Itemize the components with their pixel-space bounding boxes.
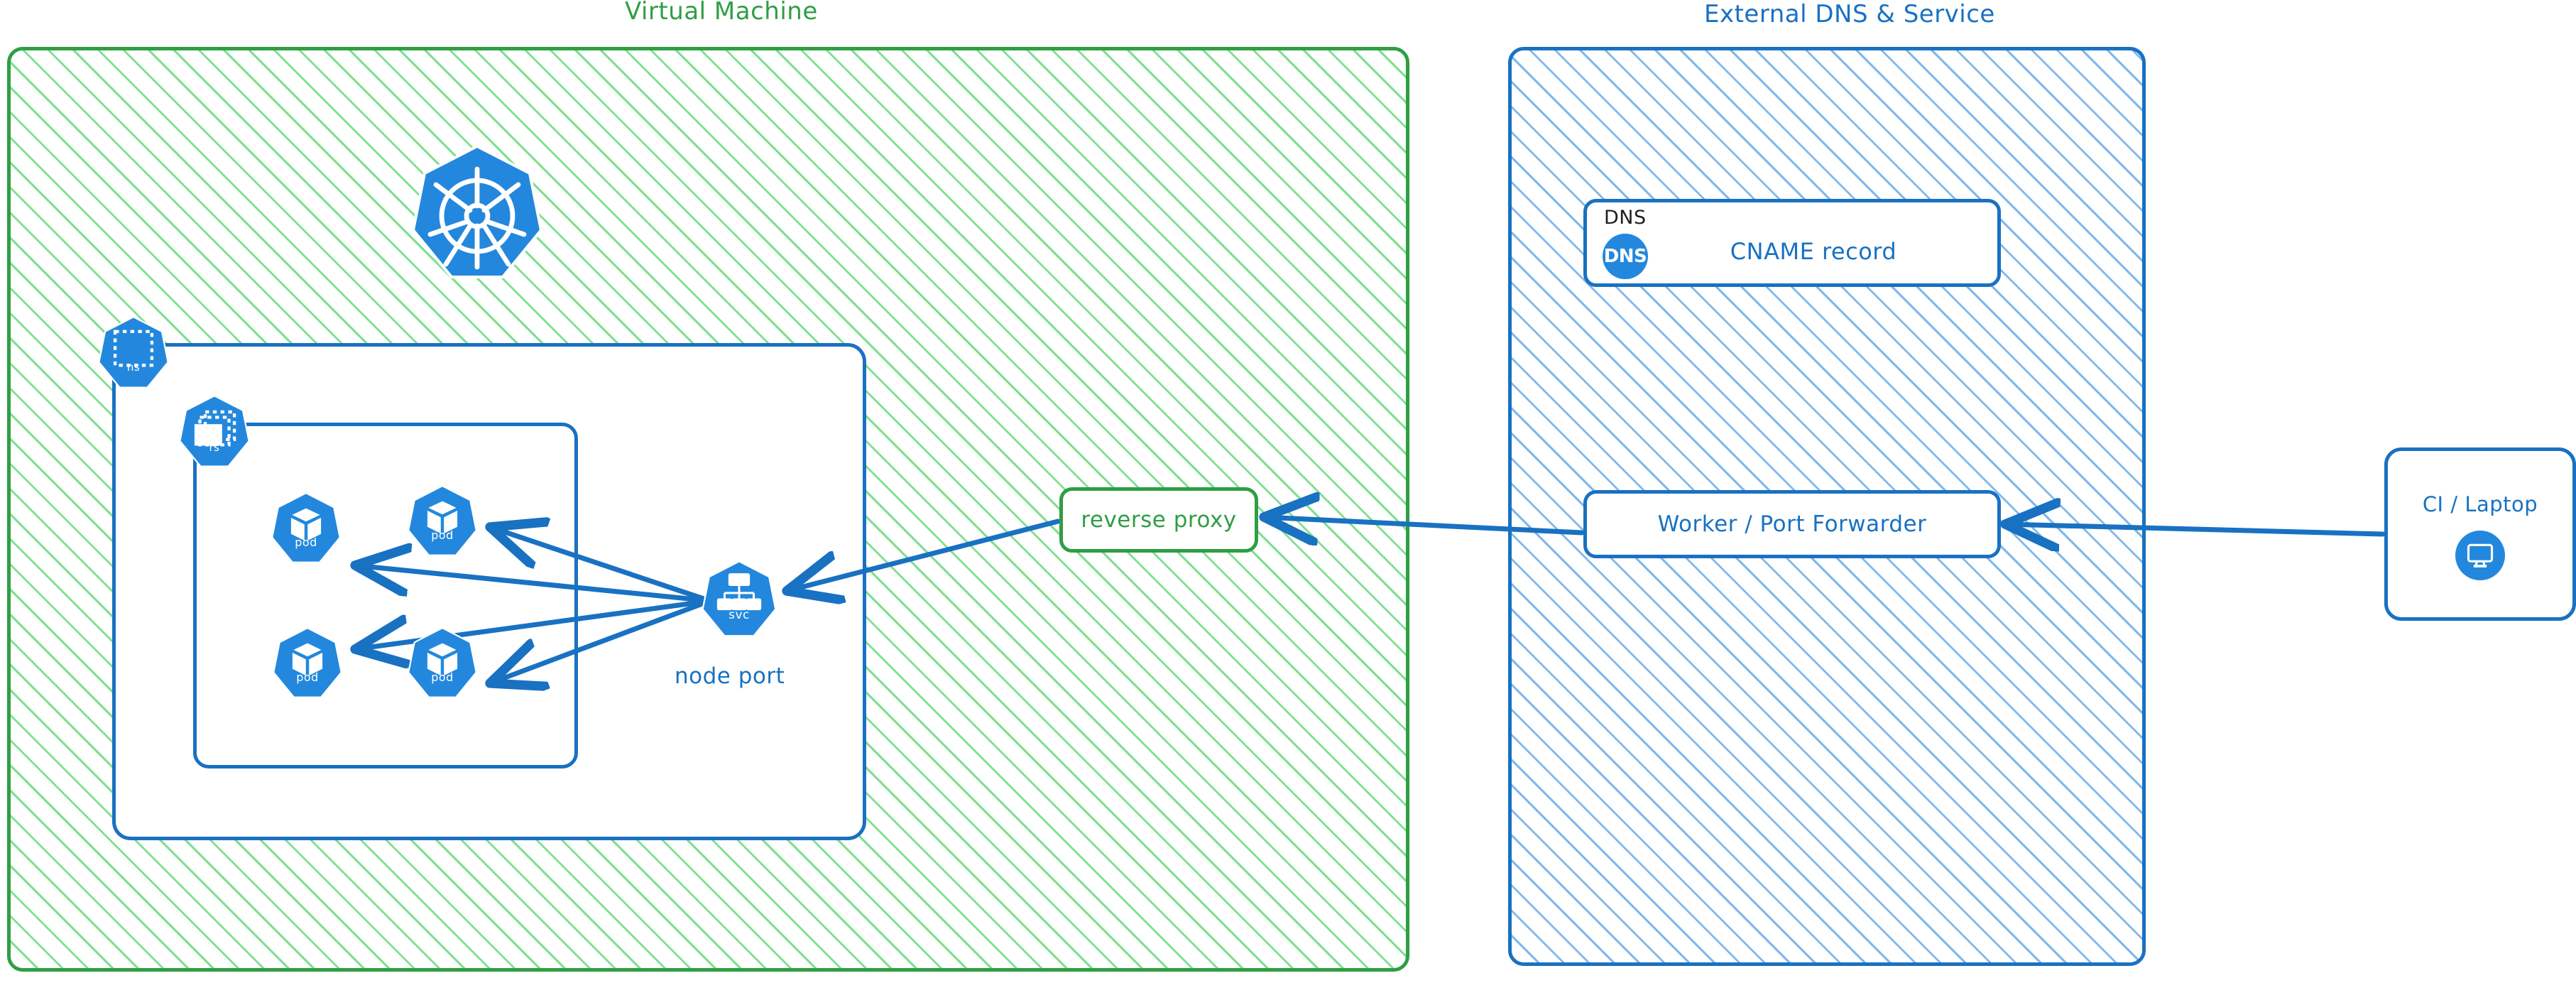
pod-label: pod bbox=[431, 670, 454, 684]
replicaset-icon: rs bbox=[176, 393, 253, 471]
kubernetes-logo-icon bbox=[406, 142, 548, 284]
external-dns-service-panel-title: External DNS & Service bbox=[1704, 0, 1995, 28]
namespace-label: ns bbox=[126, 361, 141, 374]
desktop-monitor-icon bbox=[2455, 531, 2505, 580]
replicaset-label: rs bbox=[209, 441, 220, 454]
pod-icon: pod bbox=[405, 483, 480, 560]
worker-port-forwarder-box[interactable]: Worker / Port Forwarder bbox=[1583, 490, 2001, 558]
pod-icon: pod bbox=[268, 490, 344, 567]
dns-tag-label: DNS bbox=[1604, 207, 1647, 229]
pod-label: pod bbox=[431, 528, 454, 542]
pod-label: pod bbox=[295, 536, 317, 549]
pod-icon: pod bbox=[270, 625, 345, 702]
worker-port-forwarder-label: Worker / Port Forwarder bbox=[1657, 511, 1927, 537]
service-icon: svc bbox=[699, 558, 780, 641]
dns-record-box[interactable]: DNS DNS CNAME record bbox=[1583, 199, 2001, 287]
cname-record-label: CNAME record bbox=[1730, 238, 1897, 265]
reverse-proxy-box[interactable]: reverse proxy bbox=[1059, 487, 1258, 553]
service-label: svc bbox=[728, 608, 750, 622]
namespace-icon: ns bbox=[95, 314, 172, 392]
pod-icon: pod bbox=[405, 625, 480, 702]
virtual-machine-panel-title: Virtual Machine bbox=[625, 0, 818, 26]
reverse-proxy-label: reverse proxy bbox=[1081, 507, 1237, 533]
ci-laptop-box[interactable]: CI / Laptop bbox=[2384, 447, 2576, 621]
replicaset-container bbox=[193, 423, 578, 769]
pod-label: pod bbox=[296, 670, 319, 684]
ci-laptop-label: CI / Laptop bbox=[2422, 492, 2538, 516]
node-port-caption: node port bbox=[675, 663, 785, 689]
dns-badge-icon: DNS bbox=[1603, 234, 1648, 279]
